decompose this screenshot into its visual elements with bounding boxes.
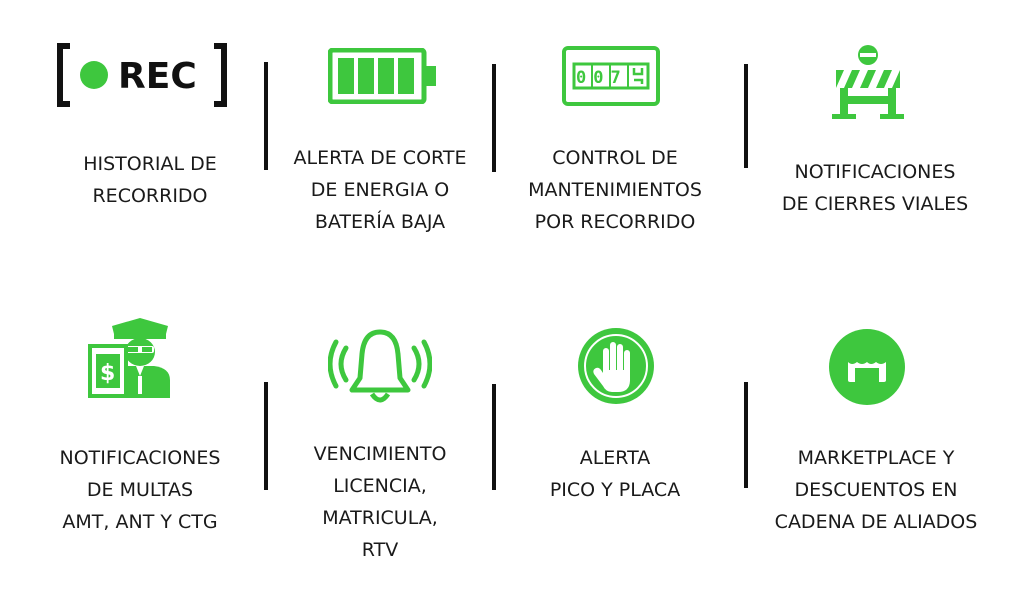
odometer-digits: 007 (576, 68, 628, 88)
divider (744, 382, 748, 488)
rec-text: REC (118, 56, 197, 97)
feature-label: MARKETPLACE Y DESCUENTOS EN CADENA DE AL… (774, 447, 978, 533)
feature-label: VENCIMIENTO LICENCIA, MATRICULA, RTV (313, 443, 447, 561)
feature-label: ALERTA PICO Y PLACA (549, 447, 681, 501)
money-symbol: $ (100, 361, 115, 386)
feature-label: NOTIFICACIONES DE MULTAS AMT, ANT Y CTG (59, 447, 221, 533)
rec-icon: REC (57, 43, 227, 107)
traffic-officer-icon: $ (88, 318, 170, 398)
feature-label: NOTIFICACIONES DE CIERRES VIALES (781, 161, 969, 215)
store-icon (829, 329, 905, 405)
feature-label: HISTORIAL DE RECORRIDO (83, 153, 217, 207)
feature-label: CONTROL DE MANTENIMIENTOS POR RECORRIDO (528, 147, 702, 233)
road-barrier-icon (832, 45, 904, 119)
bell-icon (328, 329, 432, 403)
feature-label: ALERTA DE CORTE DE ENERGIA O BATERÍA BAJ… (293, 147, 467, 233)
battery-icon (328, 48, 436, 104)
divider (492, 64, 496, 172)
divider (744, 64, 748, 168)
divider (264, 62, 268, 170)
odometer-icon: 007 (562, 46, 660, 106)
divider (264, 382, 268, 490)
stop-hand-icon (578, 328, 654, 404)
divider (492, 384, 496, 490)
